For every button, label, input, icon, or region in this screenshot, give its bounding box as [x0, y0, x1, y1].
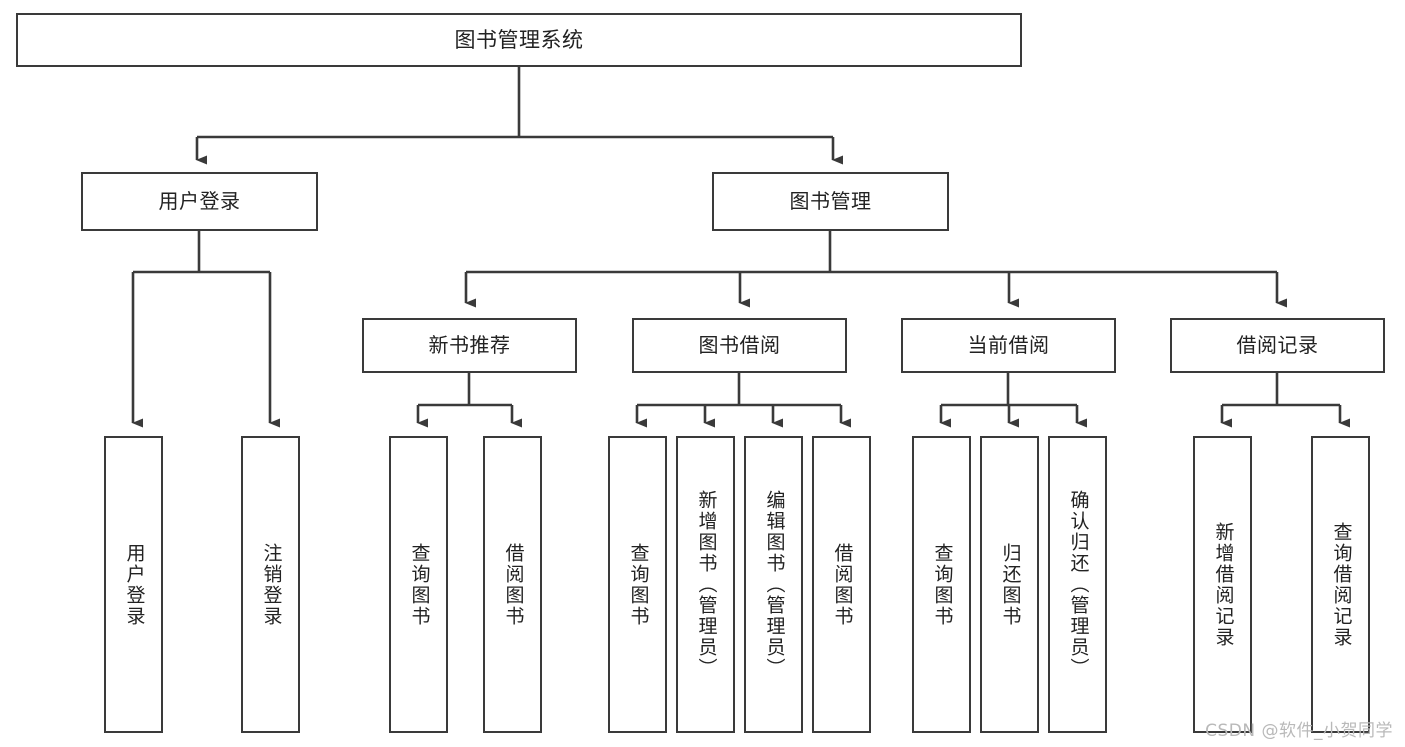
leaf-new-book-borrow[interactable]: 借阅图书 [483, 436, 542, 733]
leaf-user-login-signin-label: 用户登录 [123, 542, 146, 627]
leaf-records-query-record-label: 查询借阅记录 [1330, 521, 1353, 648]
node-book-borrow[interactable]: 图书借阅 [632, 318, 847, 373]
leaf-borrow-add-book-label: 新增图书（管理员） [695, 490, 718, 679]
node-current-borrow-label: 当前借阅 [967, 333, 1050, 357]
leaf-records-add-record-label: 新增借阅记录 [1212, 521, 1235, 648]
node-current-borrow[interactable]: 当前借阅 [901, 318, 1116, 373]
node-root-label: 图书管理系统 [454, 27, 584, 52]
leaf-new-book-query[interactable]: 查询图书 [389, 436, 448, 733]
leaf-borrow-edit-book[interactable]: 编辑图书（管理员） [744, 436, 803, 733]
leaf-current-return-book[interactable]: 归还图书 [980, 436, 1039, 733]
node-user-login[interactable]: 用户登录 [81, 172, 318, 231]
leaf-borrow-borrow-book[interactable]: 借阅图书 [812, 436, 871, 733]
leaf-user-login-signin[interactable]: 用户登录 [104, 436, 163, 733]
node-book-management[interactable]: 图书管理 [712, 172, 949, 231]
leaf-current-confirm-return-label: 确认归还（管理员） [1067, 490, 1090, 679]
node-root[interactable]: 图书管理系统 [16, 13, 1022, 67]
leaf-new-book-borrow-label: 借阅图书 [502, 542, 525, 627]
node-new-book-recommend[interactable]: 新书推荐 [362, 318, 577, 373]
leaf-borrow-add-book[interactable]: 新增图书（管理员） [676, 436, 735, 733]
node-borrow-records[interactable]: 借阅记录 [1170, 318, 1385, 373]
leaf-borrow-query-book-label: 查询图书 [627, 542, 650, 627]
leaf-user-login-signout-label: 注销登录 [260, 542, 283, 627]
node-user-login-label: 用户登录 [158, 189, 241, 213]
leaf-user-login-signout[interactable]: 注销登录 [241, 436, 300, 733]
node-book-borrow-label: 图书借阅 [698, 333, 781, 357]
node-borrow-records-label: 借阅记录 [1236, 333, 1319, 357]
leaf-current-confirm-return[interactable]: 确认归还（管理员） [1048, 436, 1107, 733]
leaf-new-book-query-label: 查询图书 [408, 542, 431, 627]
leaf-borrow-query-book[interactable]: 查询图书 [608, 436, 667, 733]
node-new-book-recommend-label: 新书推荐 [428, 333, 511, 357]
watermark-text: CSDN @软件_小贺同学 [1205, 721, 1393, 741]
leaf-borrow-borrow-book-label: 借阅图书 [831, 542, 854, 627]
leaf-borrow-edit-book-label: 编辑图书（管理员） [763, 490, 786, 679]
leaf-current-query-book[interactable]: 查询图书 [912, 436, 971, 733]
leaf-records-query-record[interactable]: 查询借阅记录 [1311, 436, 1370, 733]
leaf-records-add-record[interactable]: 新增借阅记录 [1193, 436, 1252, 733]
leaf-current-query-book-label: 查询图书 [931, 542, 954, 627]
node-book-management-label: 图书管理 [789, 189, 872, 213]
leaf-current-return-book-label: 归还图书 [999, 542, 1022, 627]
